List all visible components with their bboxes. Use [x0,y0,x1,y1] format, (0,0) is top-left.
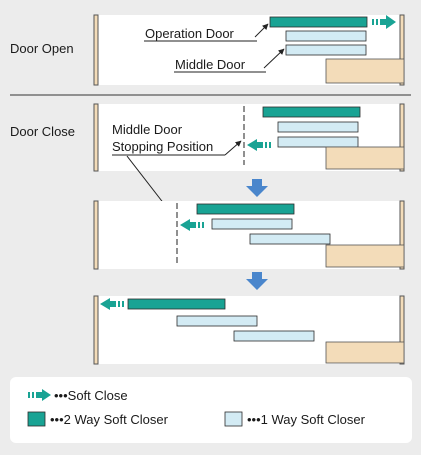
operation-door-bar [127,298,226,310]
door-pocket [325,58,405,84]
right-wall-post-icon [399,14,405,86]
right-wall-post-icon [399,103,405,172]
left-wall-post-icon [93,200,99,270]
one-way-legend-label: •••1 Way Soft Closer [247,412,366,427]
down-arrow-icon [246,272,268,290]
operation-door-label: Operation Door [145,26,235,41]
middle-door-bar-1 [277,121,359,133]
operation-door-bar [196,203,295,215]
door-pocket [325,146,405,170]
door-open-label: Door Open [10,41,74,56]
operation-door-leader [254,23,269,38]
soft-close-arrow-icon [372,15,396,29]
one-way-swatch [224,411,243,427]
middle-door-bar-2 [277,136,359,148]
down-arrow-icon [246,179,268,197]
soft-close-arrow-icon [100,298,124,310]
operation-door-bar [262,106,361,118]
legend-box [10,377,412,443]
middle-door-bar-2 [285,44,367,56]
left-wall-post-icon [93,295,99,365]
right-wall-post-icon [399,295,405,365]
door-pocket [325,341,405,364]
stopping-label-line2: Stopping Position [112,139,213,154]
soft-close-legend-label: •••Soft Close [54,388,128,403]
middle-door-bar-1 [211,218,293,230]
stopping-label-line1: Middle Door [112,122,183,137]
middle-door-bar-1 [285,30,367,42]
two-way-legend-label: •••2 Way Soft Closer [50,412,169,427]
middle-door-bar-1 [176,315,258,327]
door-open-section: Operation Door Middle Door Door Open [10,14,405,86]
operation-door-bar [269,16,368,28]
door-close-label: Door Close [10,124,75,139]
door-close-step-1: Middle Door Stopping Position Door Close [10,103,405,219]
door-pocket [325,244,405,268]
door-close-step-2 [93,200,405,270]
right-wall-post-icon [399,200,405,270]
door-close-step-3 [93,295,405,365]
stopping-label-bg [108,120,240,157]
legend: •••Soft Close •••2 Way Soft Closer •••1 … [10,377,412,443]
two-way-swatch [27,411,46,427]
soft-close-arrow-icon [247,139,271,151]
soft-close-legend-icon [28,389,51,401]
stopping-leader-up [224,140,242,156]
left-wall-post-icon [93,103,99,172]
middle-door-label: Middle Door [175,57,246,72]
left-wall-post-icon [93,14,99,86]
middle-door-leader [263,48,285,69]
middle-door-bar-2 [233,330,315,342]
middle-door-bar-2 [249,233,331,245]
soft-close-arrow-icon [180,219,204,231]
